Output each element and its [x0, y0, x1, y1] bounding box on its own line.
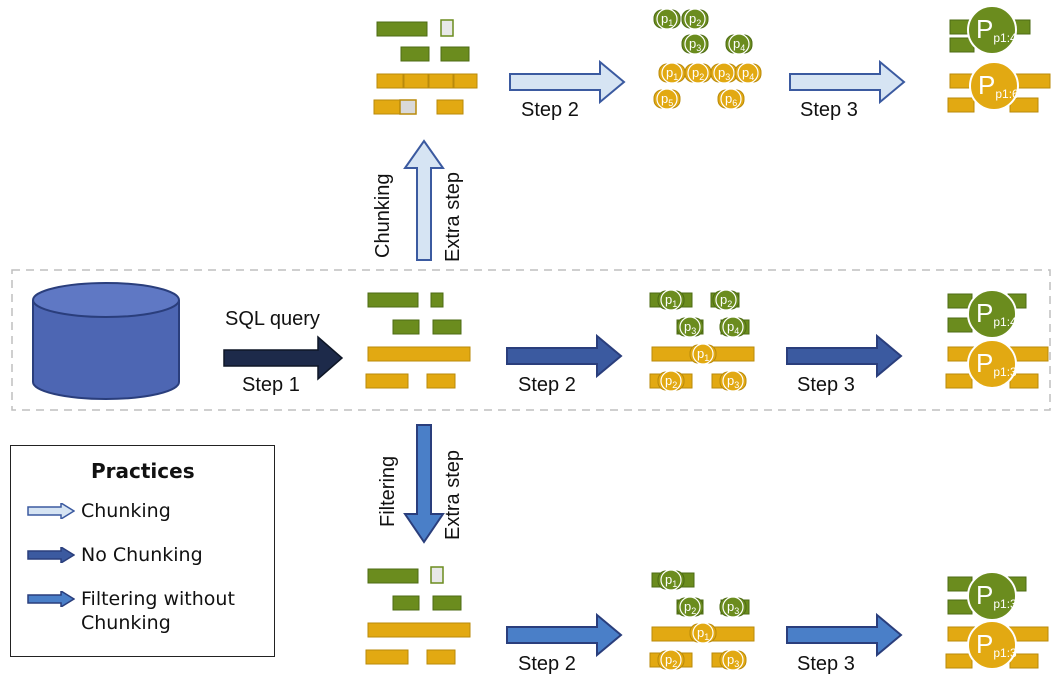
legend-title: Practices: [91, 459, 195, 483]
partition-badge: p1: [689, 343, 717, 365]
result-partition: Pp1:4: [947, 289, 1027, 339]
step1-arrow: [223, 335, 344, 381]
step2-arrow-nochunking: [506, 333, 623, 379]
medium-arrow-icon: [27, 591, 75, 607]
filtering-extra-step-label: Extra step: [442, 450, 464, 540]
step2-arrow-chunking: [509, 59, 626, 105]
partition-badge: p3: [710, 62, 738, 84]
sql-query-label: SQL query: [225, 308, 320, 330]
step3-arrow-nochunking: [786, 333, 903, 379]
partition-badge: p3: [719, 596, 747, 618]
chunking-extra-arrow: [403, 139, 445, 261]
partition-badge: p4: [719, 316, 747, 338]
partition-badge: p2: [712, 289, 740, 311]
step3-label-bottom: Step 3: [797, 653, 855, 675]
main-pipeline-band: [11, 269, 1051, 411]
result-partition: Pp1:3: [947, 571, 1027, 621]
top-data-blocks: [373, 19, 478, 115]
partition-badge: p5: [653, 88, 681, 110]
partition-badge: p4: [725, 33, 753, 55]
partition-badge: p2: [657, 649, 685, 671]
step2-label-top: Step 2: [521, 99, 579, 121]
legend-label-filtering-line2: Chunking: [81, 612, 171, 634]
partition-badge: p1: [658, 62, 686, 84]
mid-data-blocks: [365, 292, 471, 389]
step2-label-mid: Step 2: [518, 374, 576, 396]
result-partition: Pp1:3: [945, 339, 1049, 389]
partition-badge: p3: [681, 33, 709, 55]
step3-arrow-filtering: [786, 612, 903, 658]
step3-label-mid: Step 3: [797, 374, 855, 396]
legend-label-no-chunking: No Chunking: [81, 544, 203, 566]
partition-badge: p2: [681, 8, 709, 30]
partition-badge: p2: [676, 596, 704, 618]
step2-label-bottom: Step 2: [518, 653, 576, 675]
partition-badge: p2: [657, 370, 685, 392]
filtering-extra-arrow: [403, 424, 445, 544]
dark-arrow-icon: [27, 547, 75, 563]
partition-badge: p3: [676, 316, 704, 338]
partition-badge: p4: [734, 62, 762, 84]
chunking-vertical-label: Chunking: [372, 173, 394, 258]
bottom-data-blocks: [365, 566, 471, 665]
legend-label-filtering: Filtering without: [81, 588, 235, 610]
partition-badge: p6: [717, 88, 745, 110]
result-partition: Pp1:6: [947, 61, 1051, 113]
light-arrow-icon: [27, 503, 75, 519]
step1-label: Step 1: [242, 374, 300, 396]
legend-label-chunking: Chunking: [81, 500, 171, 522]
database-icon: [32, 282, 180, 400]
chunking-extra-step-label: Extra step: [442, 172, 464, 262]
partition-badge: p3: [719, 649, 747, 671]
partition-badge: p3: [719, 370, 747, 392]
practices-legend: Practices Chunking No Chunking Filtering…: [10, 445, 275, 657]
step3-arrow-chunking: [789, 59, 906, 105]
result-partition: Pp1:4: [949, 5, 1031, 55]
result-partition: Pp1:3: [945, 620, 1049, 670]
step2-arrow-filtering: [506, 612, 623, 658]
partition-badge: p1: [653, 8, 681, 30]
partition-badge: p1: [657, 569, 685, 591]
partition-badge: p2: [684, 62, 712, 84]
step3-label-top: Step 3: [800, 99, 858, 121]
filtering-vertical-label: Filtering: [377, 456, 399, 527]
partition-badge: p1: [689, 622, 717, 644]
partition-badge: p1: [657, 289, 685, 311]
